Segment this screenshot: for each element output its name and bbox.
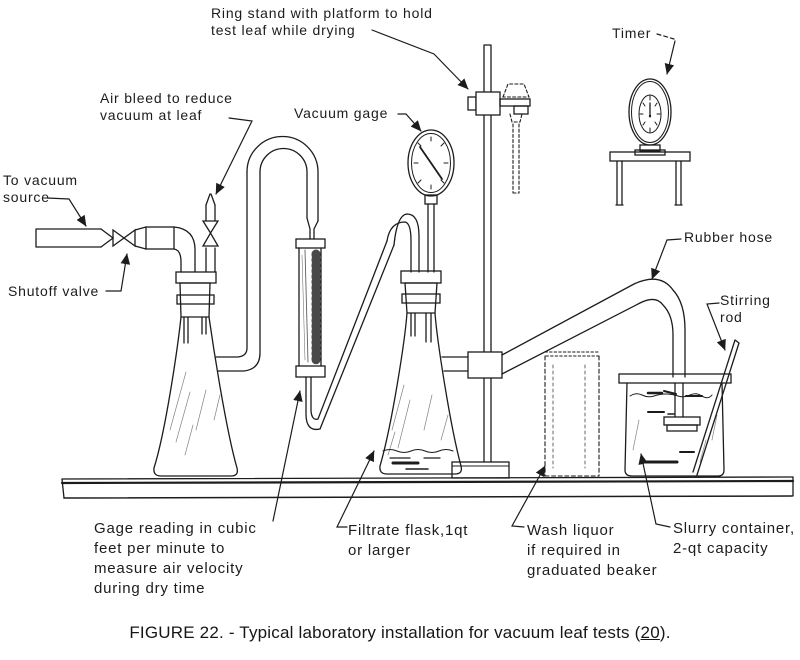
slurry-container bbox=[618, 373, 732, 477]
label-line: if required in bbox=[527, 542, 621, 559]
label-line: 2-qt capacity bbox=[673, 540, 769, 557]
filtrate-flask bbox=[379, 270, 471, 475]
label-timer: Timer bbox=[612, 25, 651, 42]
label-line: Shutoff valve bbox=[8, 283, 100, 299]
air-bleed-leader bbox=[215, 117, 253, 195]
wash-liquor-beaker bbox=[544, 351, 600, 477]
label-line: To vacuum bbox=[3, 172, 78, 188]
ring-stand bbox=[451, 44, 531, 479]
label-line: measure air velocity bbox=[94, 560, 244, 577]
label-ring-stand: Ring stand with platform to hold test le… bbox=[211, 5, 433, 39]
figure-caption: FIGURE 22. - Typical laboratory installa… bbox=[0, 623, 800, 643]
timer-leader bbox=[664, 40, 676, 75]
safety-trap-flask bbox=[153, 171, 261, 477]
caption-text: ). bbox=[659, 623, 671, 642]
gage-reading-leader bbox=[272, 390, 303, 522]
label-line: source bbox=[3, 189, 50, 205]
label-shutoff-valve: Shutoff valve bbox=[8, 283, 99, 300]
label-filtrate-flask: Filtrate flask,1qt or larger bbox=[348, 521, 468, 561]
filtrate-flask-leader bbox=[336, 450, 375, 528]
label-vacuum-source: To vacuum source bbox=[3, 172, 78, 206]
timer bbox=[609, 78, 691, 206]
label-rubber-hose: Rubber hose bbox=[684, 229, 773, 246]
label-wash-liquor: Wash liquor if required in graduated bea… bbox=[527, 521, 657, 581]
label-line: during dry time bbox=[94, 580, 206, 597]
vacuum-gage bbox=[407, 129, 455, 273]
label-line: rod bbox=[720, 309, 743, 325]
label-line: Slurry container, bbox=[673, 520, 795, 537]
label-line: feet per minute to bbox=[94, 540, 226, 557]
caption-text: FIGURE 22. - Typical laboratory installa… bbox=[129, 623, 641, 642]
stirring-rod-leader bbox=[706, 302, 726, 351]
rubber-hose-leader bbox=[651, 238, 682, 280]
label-vacuum-gage: Vacuum gage bbox=[294, 105, 388, 122]
glass-arch-tube-2 bbox=[386, 213, 420, 273]
label-line: test leaf while drying bbox=[211, 22, 356, 38]
shutoff-valve-leader bbox=[105, 253, 131, 292]
leader-lines bbox=[46, 29, 726, 528]
slurry-container-leader bbox=[638, 453, 671, 528]
timer-leader-dash bbox=[656, 33, 675, 40]
vacuum-source-leader bbox=[46, 197, 87, 227]
vacuum-gage-leader bbox=[397, 113, 422, 132]
air-flow-meter bbox=[295, 238, 395, 431]
label-air-bleed: Air bleed to reduce vacuum at leaf bbox=[100, 90, 233, 124]
vacuum-test-leaf bbox=[663, 416, 701, 432]
ring-stand-leader bbox=[371, 29, 469, 90]
wash-liquor-leader bbox=[511, 465, 546, 528]
label-line: Wash liquor bbox=[527, 522, 615, 539]
label-line: vacuum at leaf bbox=[100, 107, 203, 123]
label-line: or larger bbox=[348, 542, 412, 559]
vacuum-source-pipe bbox=[35, 226, 196, 273]
label-stirring-rod: Stirring rod bbox=[720, 292, 771, 326]
label-line: Vacuum gage bbox=[294, 105, 389, 121]
rubber-hose bbox=[467, 278, 686, 418]
label-line: Timer bbox=[612, 25, 652, 41]
bench bbox=[60, 476, 795, 499]
label-line: Ring stand with platform to hold bbox=[211, 5, 433, 21]
label-line: graduated beaker bbox=[527, 562, 658, 579]
air-bleed-valve bbox=[201, 193, 220, 273]
caption-reference: 20 bbox=[640, 623, 660, 642]
label-line: Rubber hose bbox=[684, 229, 773, 245]
label-gage-reading: Gage reading in cubic feet per minute to… bbox=[94, 519, 257, 599]
label-line: Gage reading in cubic bbox=[94, 520, 257, 537]
label-line: Filtrate flask,1qt bbox=[348, 522, 469, 539]
glass-arch-tube bbox=[246, 135, 319, 240]
label-line: Air bleed to reduce bbox=[100, 90, 233, 106]
stirring-rod bbox=[692, 339, 740, 476]
label-slurry-container: Slurry container, 2-qt capacity bbox=[673, 519, 795, 559]
phantom-test-leaf bbox=[502, 83, 530, 194]
label-line: Stirring bbox=[720, 292, 771, 308]
